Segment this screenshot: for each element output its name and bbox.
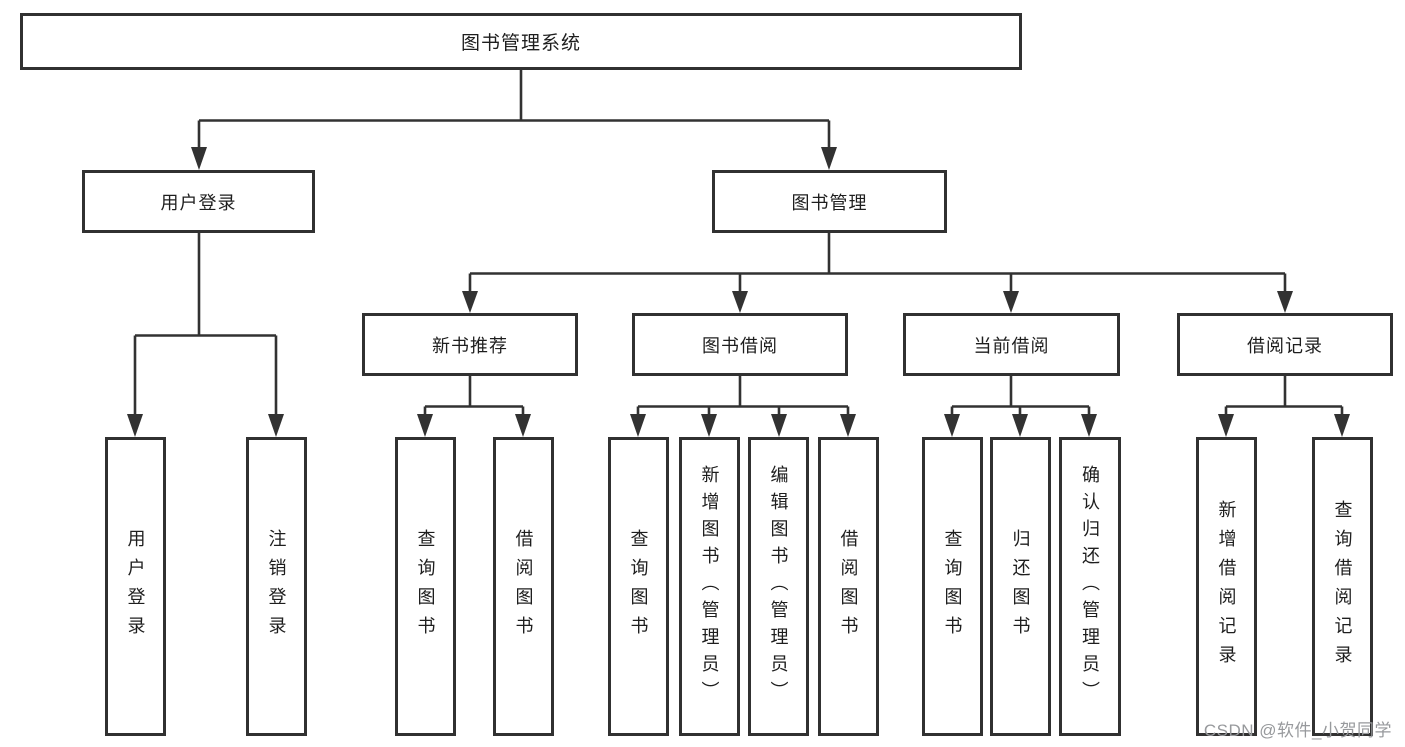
leaf-label: 用户登录	[125, 528, 146, 645]
node-label: 图书借阅	[702, 335, 778, 356]
node-book-borrowing: 图书借阅	[632, 313, 848, 376]
leaf-query-books-3: 查询图书	[922, 437, 983, 736]
leaf-label: 新增图书（管理员）	[699, 465, 720, 708]
leaf-logout: 注销登录	[246, 437, 307, 736]
csdn-watermark: CSDN @软件_小贺同学	[1203, 721, 1392, 740]
node-label: 借阅记录	[1247, 335, 1323, 356]
leaf-label: 查询图书	[415, 528, 436, 645]
leaf-add-borrow-record: 新增借阅记录	[1196, 437, 1257, 736]
node-label: 图书管理系统	[460, 33, 581, 54]
node-library-management-system: 图书管理系统	[20, 13, 1022, 70]
leaf-add-books-admin: 新增图书（管理员）	[679, 437, 740, 736]
leaf-label: 注销登录	[266, 528, 287, 645]
leaf-label: 借阅图书	[513, 528, 534, 645]
node-label: 当前借阅	[973, 335, 1050, 356]
leaf-query-books-1: 查询图书	[395, 437, 456, 736]
node-book-management: 图书管理	[712, 170, 947, 233]
node-borrowing-records: 借阅记录	[1177, 313, 1393, 376]
leaf-label: 查询图书	[942, 528, 963, 645]
leaf-borrow-books-2: 借阅图书	[818, 437, 879, 736]
node-label: 用户登录	[160, 192, 237, 213]
leaf-return-books: 归还图书	[990, 437, 1051, 736]
leaf-query-books-2: 查询图书	[608, 437, 669, 736]
leaf-label: 新增借阅记录	[1216, 499, 1237, 674]
leaf-label: 编辑图书（管理员）	[768, 465, 789, 708]
node-user-login: 用户登录	[82, 170, 315, 233]
leaf-query-borrow-record: 查询借阅记录	[1312, 437, 1373, 736]
leaf-edit-books-admin: 编辑图书（管理员）	[748, 437, 809, 736]
leaf-label: 查询借阅记录	[1332, 499, 1353, 674]
leaf-label: 查询图书	[628, 528, 649, 645]
node-label: 图书管理	[791, 192, 868, 213]
leaf-label: 借阅图书	[838, 528, 859, 645]
leaf-user-login: 用户登录	[105, 437, 166, 736]
leaf-confirm-return-admin: 确认归还（管理员）	[1059, 437, 1121, 736]
leaf-borrow-books-1: 借阅图书	[493, 437, 554, 736]
node-current-borrowing: 当前借阅	[903, 313, 1120, 376]
node-new-book-recommend: 新书推荐	[362, 313, 578, 376]
leaf-label: 归还图书	[1010, 528, 1031, 645]
node-label: 新书推荐	[432, 335, 508, 356]
arrowheads	[127, 147, 1350, 437]
leaf-label: 确认归还（管理员）	[1080, 465, 1100, 708]
